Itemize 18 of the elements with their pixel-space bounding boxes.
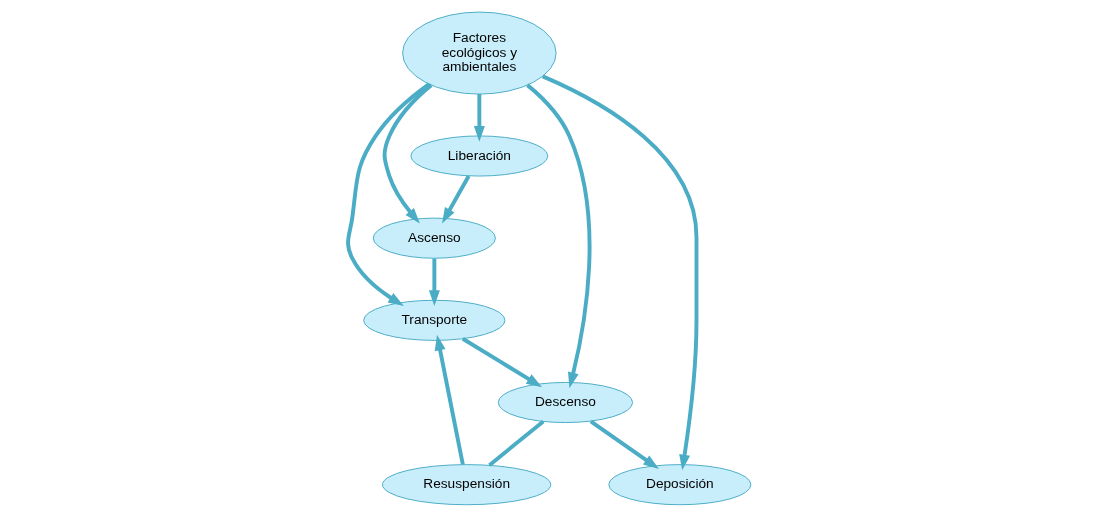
node-ellipse: Resuspensión	[382, 464, 552, 506]
node-ellipse: Liberación	[410, 135, 549, 177]
node-ellipse: Descenso	[497, 381, 634, 424]
node-ellipse: Ascenso	[372, 217, 496, 259]
arrow	[541, 74, 699, 471]
node-ellipse: Factores ecológicos y ambientales	[402, 11, 557, 95]
arrow	[589, 419, 659, 470]
arrow	[434, 334, 465, 465]
arrow	[442, 175, 471, 224]
arrow	[461, 337, 543, 388]
arrow	[382, 83, 433, 224]
arrow	[526, 83, 592, 389]
arrow	[428, 258, 440, 307]
node-ellipse: Deposición	[608, 464, 752, 506]
node-ellipse: Transporte	[363, 299, 506, 341]
arrow	[473, 93, 485, 142]
connector	[488, 419, 545, 467]
arrow	[346, 82, 431, 306]
